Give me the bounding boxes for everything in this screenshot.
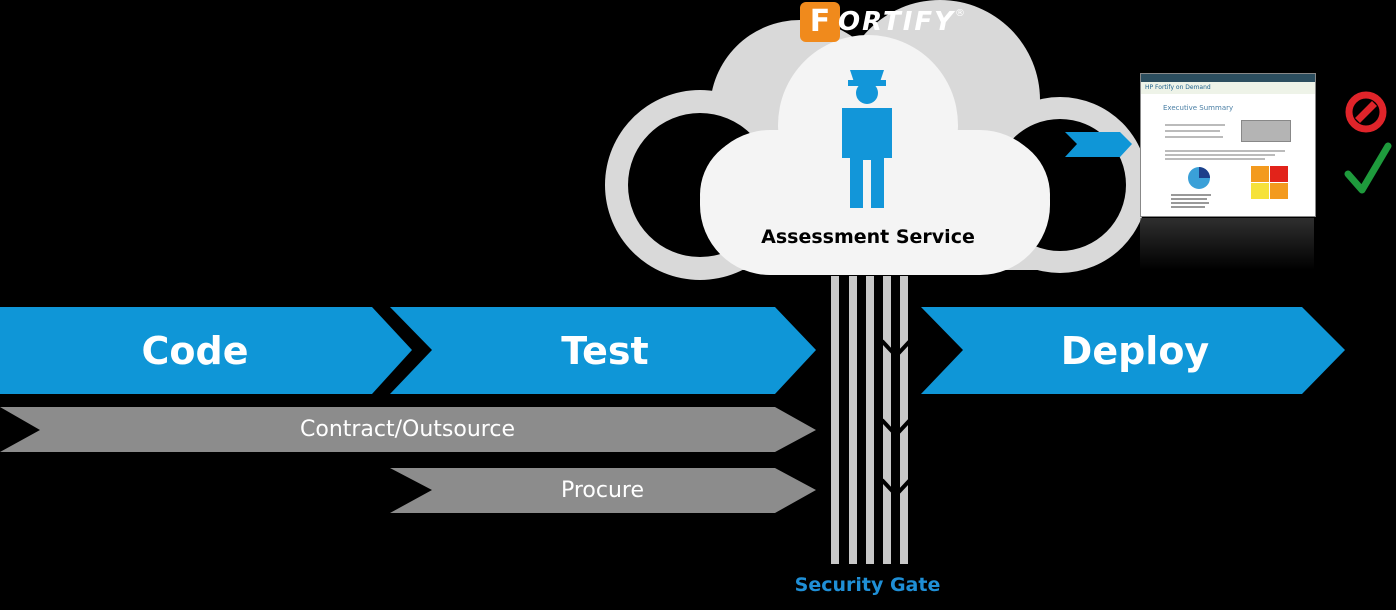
report-window-bar	[1141, 74, 1315, 82]
report-risk-grid	[1251, 166, 1288, 199]
phase-label-code: Code	[141, 329, 249, 373]
security-officer-icon	[842, 70, 892, 208]
report-arrow	[1065, 132, 1132, 157]
track-label-procure: Procure	[560, 478, 645, 503]
trademark-symbol: ®	[954, 8, 965, 19]
phase-label-deploy: Deploy	[1060, 329, 1210, 373]
cloud-label: Assessment Service	[761, 226, 975, 248]
report-reflection	[1140, 218, 1314, 270]
phase-arrow-test	[390, 307, 816, 394]
gate-chevrons	[880, 339, 912, 498]
track-label-contract: Contract/Outsource	[300, 417, 515, 442]
track-arrow-procure	[390, 468, 816, 513]
report-rating-box	[1241, 120, 1291, 142]
security-gate-label: Security Gate	[794, 574, 941, 596]
report-title: Executive Summary	[1163, 104, 1234, 112]
phase-arrow-deploy	[921, 307, 1345, 394]
phase-arrow-code	[0, 307, 412, 394]
report-header: HP Fortify on Demand	[1141, 82, 1315, 94]
phase-label-test: Test	[561, 329, 649, 373]
report-content	[1165, 124, 1288, 208]
fortify-logo-mark: F	[800, 2, 840, 42]
report-thumbnail: HP Fortify on Demand Executive Summary	[1140, 73, 1316, 217]
fortify-logo: F ORTIFY ®	[800, 2, 965, 42]
track-arrow-contract	[0, 407, 816, 452]
security-gate	[831, 276, 908, 564]
fortify-logo-text: ORTIFY	[838, 7, 955, 37]
